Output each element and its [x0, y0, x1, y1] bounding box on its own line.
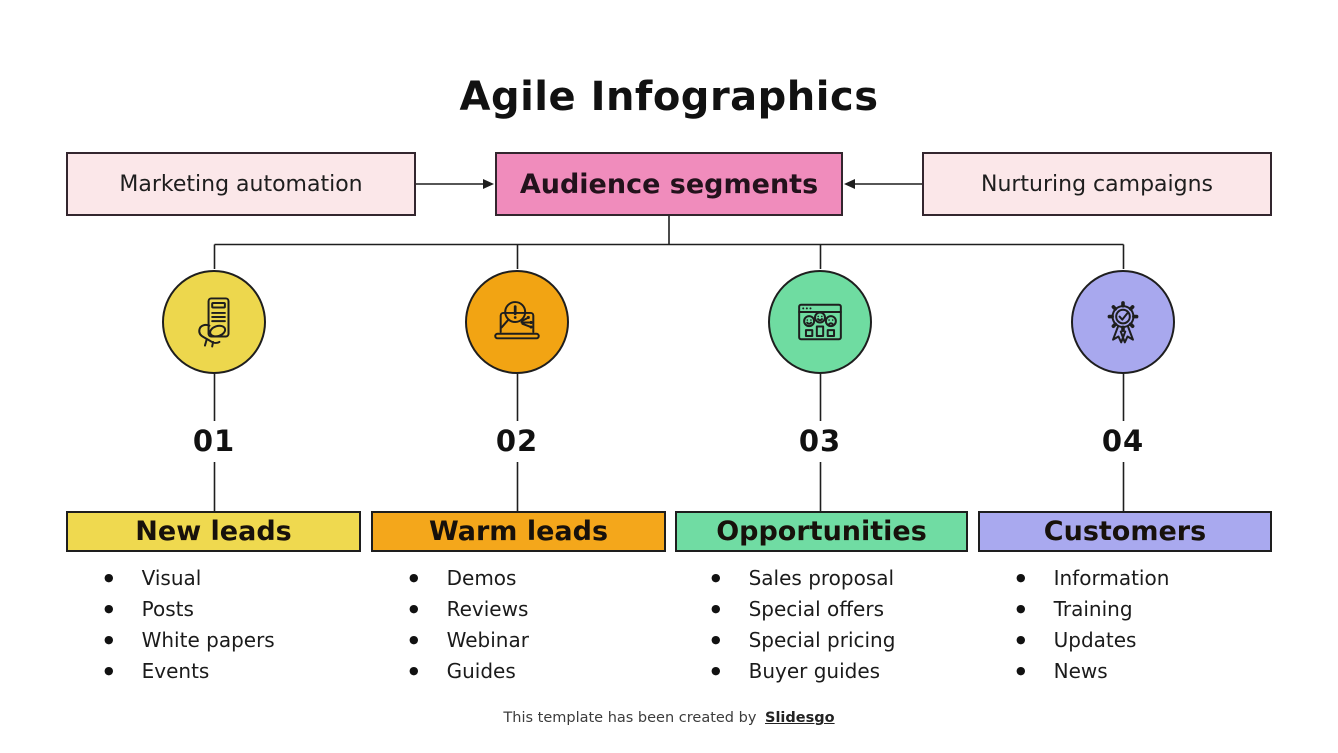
stage-4-number: 04: [1101, 424, 1145, 458]
list-item: Information: [1016, 562, 1284, 593]
stage-1-circle: [162, 270, 266, 374]
stage-3-list: Sales proposal Special offers Special pr…: [711, 562, 979, 686]
stage-2-number: 02: [495, 424, 539, 458]
stage-1-label: New leads: [135, 516, 292, 547]
list-item: White papers: [104, 624, 372, 655]
stage-3-number: 03: [798, 424, 842, 458]
list-item: Special offers: [711, 593, 979, 624]
list-item: Posts: [104, 593, 372, 624]
marketing-automation-box: Marketing automation: [66, 152, 416, 216]
stage-1-label-box: New leads: [66, 511, 361, 552]
list-item: Buyer guides: [711, 655, 979, 686]
nurturing-campaigns-box: Nurturing campaigns: [922, 152, 1272, 216]
list-item: Guides: [409, 655, 677, 686]
list-item: Demos: [409, 562, 677, 593]
laptop-search-alert-icon: [494, 301, 540, 340]
list-item: Updates: [1016, 624, 1284, 655]
page-title: Agile Infographics: [459, 74, 879, 120]
audience-segments-box: Audience segments: [495, 152, 843, 216]
footer-credit: This template has been created by Slides…: [0, 710, 1338, 726]
stage-2-label-box: Warm leads: [371, 511, 666, 552]
stage-1-list: Visual Posts White papers Events: [104, 562, 372, 686]
stage-4-circle: [1071, 270, 1175, 374]
stage-2-list: Demos Reviews Webinar Guides: [409, 562, 677, 686]
audience-segments-label: Audience segments: [519, 168, 819, 200]
slidesgo-link[interactable]: Slidesgo: [765, 710, 835, 726]
nurturing-campaigns-label: Nurturing campaigns: [980, 171, 1213, 197]
stage-4-label: Customers: [1043, 516, 1207, 547]
list-item: Visual: [104, 562, 372, 593]
stage-4-list: Information Training Updates News: [1016, 562, 1284, 686]
marketing-automation-label: Marketing automation: [119, 171, 363, 197]
list-item: Training: [1016, 593, 1284, 624]
list-item: Events: [104, 655, 372, 686]
list-item: Special pricing: [711, 624, 979, 655]
footer-text: This template has been created by: [503, 710, 757, 726]
hand-holding-checklist-icon: [198, 297, 230, 348]
stage-3-circle: [768, 270, 872, 374]
stage-3-label: Opportunities: [716, 516, 927, 547]
list-item: News: [1016, 655, 1284, 686]
customer-feedback-icon: [798, 303, 842, 341]
list-item: Reviews: [409, 593, 677, 624]
list-item: Webinar: [409, 624, 677, 655]
stage-2-circle: [465, 270, 569, 374]
award-badge-icon: [1107, 301, 1139, 344]
stage-4-label-box: Customers: [978, 511, 1272, 552]
stage-1-number: 01: [192, 424, 236, 458]
stage-3-label-box: Opportunities: [675, 511, 968, 552]
list-item: Sales proposal: [711, 562, 979, 593]
stage-2-label: Warm leads: [428, 516, 609, 547]
